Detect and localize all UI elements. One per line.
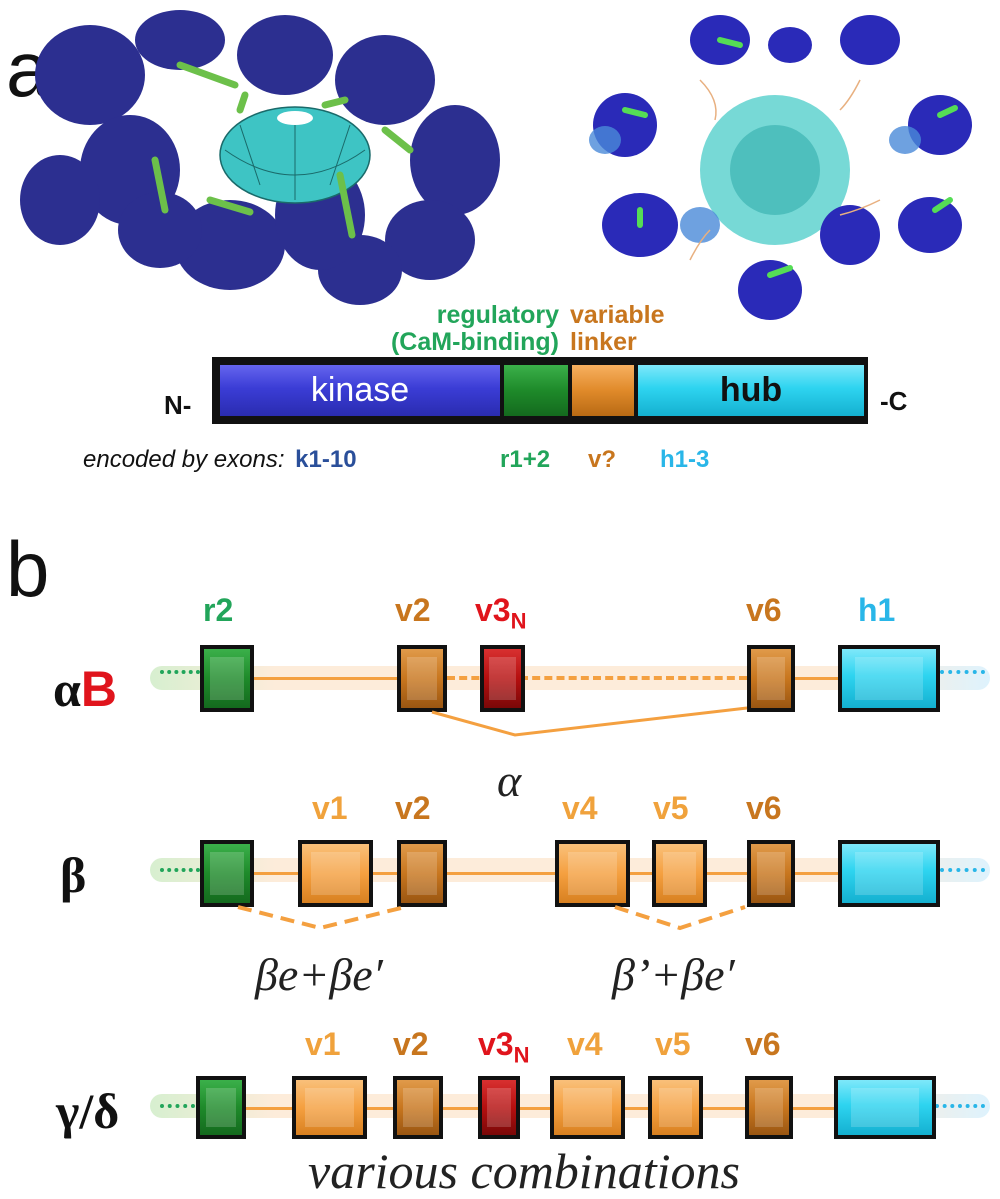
beta-exon-v4 (555, 840, 630, 907)
exons-regulatory: r1+2 (500, 446, 551, 473)
gd-exon-v5 (648, 1076, 703, 1139)
beta-exon-v5 (652, 840, 707, 907)
kinase-domain-blobs (20, 10, 500, 305)
gd-v3-subscript: N (513, 1042, 530, 1068)
beta-v5-label: v5 (653, 790, 689, 826)
gd-exon-r2 (196, 1076, 246, 1139)
variable-domain (572, 365, 634, 416)
beta-exon-v6 (747, 840, 795, 907)
gd-exon-v6 (745, 1076, 793, 1139)
gd-v3-label: v3N (478, 1026, 529, 1068)
regulatory-label: regulatory (CaM-binding) (385, 302, 559, 356)
c-terminus-label: -C (880, 386, 908, 416)
hub-domain-label: hub (719, 371, 783, 409)
gd-v2-label: v2 (393, 1026, 429, 1062)
beta-v4-label: v4 (562, 790, 598, 826)
gd-v1-label: v1 (305, 1026, 341, 1062)
regulatory-label-line1: regulatory (436, 301, 559, 329)
gd-v3-text: v3 (478, 1026, 514, 1062)
alphaB-v3-subscript: N (510, 608, 527, 634)
variable-linker-label: variable linker (570, 302, 665, 356)
variable-label-line1: variable (570, 301, 665, 329)
gd-v4-label: v4 (567, 1026, 603, 1062)
alphaB-exon-h1 (838, 645, 940, 712)
panel-a-letter: a (6, 25, 50, 113)
beta-exon-v1 (298, 840, 373, 907)
alphaB-label-greek: α (53, 661, 81, 717)
gamma-delta-row-label: γ/δ (56, 1083, 120, 1139)
exons-kinase: k1-10 (295, 446, 357, 473)
beta-splice-label-right: β’+βe′ (612, 949, 735, 1000)
beta-exon-r2 (200, 840, 254, 907)
gd-v6-label: v6 (745, 1026, 781, 1062)
hub-ring (219, 106, 371, 204)
crystal-structure (589, 15, 972, 320)
gd-exon-v2 (393, 1076, 443, 1139)
alphaB-v3-label: v3N (475, 592, 526, 634)
regulatory-segments (151, 61, 414, 239)
beta-v2-label: v2 (395, 790, 431, 826)
regulatory-label-line2: (CaM-binding) (390, 328, 559, 356)
gd-exon-v1 (292, 1076, 367, 1139)
alphaB-splice-label: α (497, 755, 522, 806)
exons-variable: v? (588, 446, 617, 473)
beta-exon-hub (838, 840, 940, 907)
alphaB-row-label: αB (53, 664, 117, 714)
kinase-domain-label: kinase (310, 371, 410, 409)
domain-bar: kinase hub (212, 357, 868, 424)
kinase-domain: kinase (220, 365, 500, 416)
gd-v5-label: v5 (655, 1026, 691, 1062)
beta-splice-label-left: βe+βe′ (255, 949, 383, 1000)
alphaB-exon-r2 (200, 645, 254, 712)
beta-row-label: β (60, 847, 87, 903)
gd-exon-v4 (550, 1076, 625, 1139)
alphaB-h1-label: h1 (858, 592, 896, 628)
gamma-delta-caption: various combinations (308, 1143, 740, 1199)
exons-caption-prefix: encoded by exons: (83, 446, 285, 473)
panel-b-letter: b (6, 525, 50, 613)
alphaB-exon-v3 (480, 645, 525, 712)
exons-hub: h1-3 (660, 446, 710, 473)
beta-v1-label: v1 (312, 790, 348, 826)
alphaB-v2-label: v2 (395, 592, 431, 628)
beta-exon-v2 (397, 840, 447, 907)
gd-exon-hub (834, 1076, 936, 1139)
exons-caption: encoded by exons: k1-10 (83, 446, 357, 474)
hub-domain: hub (638, 365, 864, 416)
alphaB-exon-v2 (397, 645, 447, 712)
alphaB-r2-label: r2 (203, 592, 234, 628)
regulatory-domain (504, 365, 568, 416)
beta-v6-label: v6 (746, 790, 782, 826)
alphaB-exon-v6 (747, 645, 795, 712)
alphaB-v6-label: v6 (746, 592, 782, 628)
n-terminus-label: N- (164, 390, 192, 420)
gd-exon-v3 (478, 1076, 520, 1139)
alphaB-label-suffix: B (80, 661, 118, 717)
alphaB-v3-text: v3 (475, 592, 511, 628)
variable-label-line2: linker (570, 328, 637, 356)
